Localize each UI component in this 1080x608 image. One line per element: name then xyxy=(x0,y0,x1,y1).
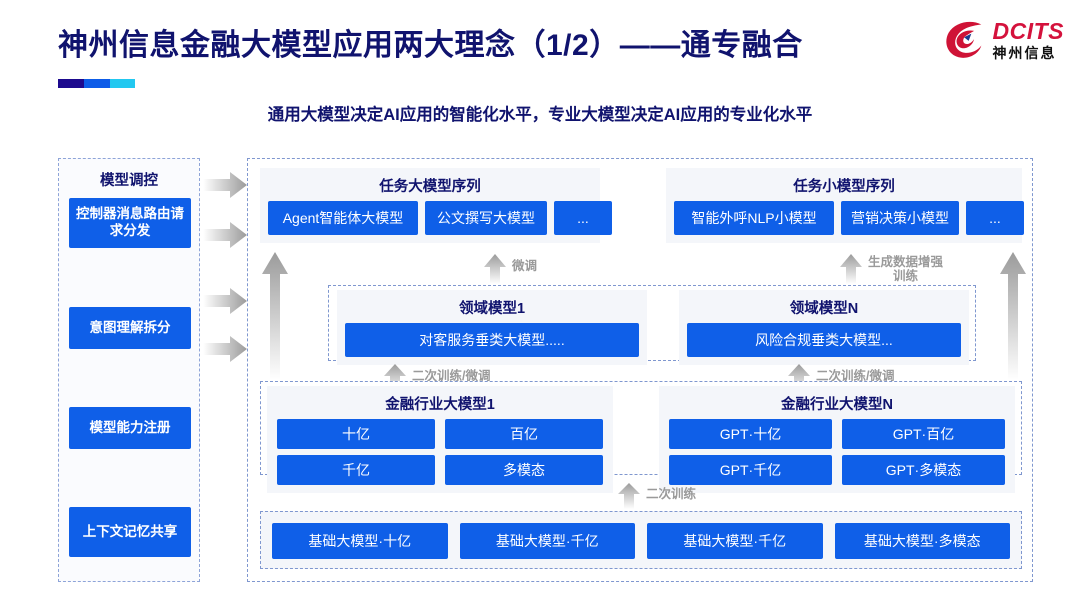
rail-item-context-memory[interactable]: 上下文记忆共享 xyxy=(69,507,191,557)
chip-outbound-nlp-model[interactable]: 智能外呼NLP小模型 xyxy=(674,201,834,235)
task-small-model-panel: 任务小模型序列 智能外呼NLP小模型 营销决策小模型 ... xyxy=(666,168,1024,243)
dcits-logo: DCITS 神州信息 xyxy=(944,20,1065,60)
industry-model-n-title: 金融行业大模型N xyxy=(781,397,893,413)
rail-item-intent-parsing[interactable]: 意图理解拆分 xyxy=(69,307,191,349)
chip-marketing-decision-model[interactable]: 营销决策小模型 xyxy=(841,201,959,235)
rule-segment-navy xyxy=(58,79,84,88)
arrow-label-finetune: 微调 xyxy=(512,259,538,273)
chip-ind1-ten-billion[interactable]: 百亿 xyxy=(445,419,603,449)
chip-ind1-multimodal[interactable]: 多模态 xyxy=(445,455,603,485)
domain-model-container: 领域模型1 对客服务垂类大模型..... 领域模型N 风险合规垂类大模型... xyxy=(328,285,976,365)
rail-item-capability-registry[interactable]: 模型能力注册 xyxy=(69,407,191,449)
chip-customer-service-vertical-model[interactable]: 对客服务垂类大模型..... xyxy=(345,323,639,357)
dcits-swirl-icon xyxy=(945,21,981,58)
arrow-label-retrain: 二次训练 xyxy=(646,487,697,501)
chip-ind1-hundred-billion[interactable]: 千亿 xyxy=(277,455,435,485)
rail-arrow-4-icon xyxy=(203,336,247,362)
arrow-up-retrain-finetune-left-icon xyxy=(384,364,406,392)
domain-model-n-title: 领域模型N xyxy=(789,301,859,317)
chip-indn-gpt-ten-billion[interactable]: GPT·百亿 xyxy=(842,419,1005,449)
chip-indn-gpt-billion[interactable]: GPT·十亿 xyxy=(669,419,832,449)
industry-model-container: 金融行业大模型1 十亿 百亿 千亿 多模态 金融行业大模型N GPT·十亿 GP… xyxy=(260,381,1022,493)
logo-wordmark-cn: 神州信息 xyxy=(992,45,1057,61)
arrow-up-retrain-finetune-right-icon xyxy=(788,364,810,392)
arrow-label-retrain-finetune-right: 二次训练/微调 xyxy=(816,369,895,383)
domain-model-1-title: 领域模型1 xyxy=(458,301,526,317)
task-large-model-title: 任务大模型序列 xyxy=(379,179,481,195)
task-large-model-chips: Agent智能体大模型 公文撰写大模型 ... xyxy=(260,201,612,243)
page-subtitle: 通用大模型决定AI应用的智能化水平，专业大模型决定AI应用的专业化水平 xyxy=(267,106,813,124)
rail-title: 模型调控 xyxy=(100,173,158,189)
chip-base-billion[interactable]: 基础大模型·十亿 xyxy=(272,523,448,559)
model-control-rail: 模型调控 控制器消息路由请求分发 意图理解拆分 模型能力注册 上下文记忆共享 xyxy=(58,158,200,582)
domain-model-n-panel: 领域模型N 风险合规垂类大模型... xyxy=(679,290,969,365)
industry-model-1-title: 金融行业大模型1 xyxy=(385,397,495,413)
chip-indn-gpt-hundred-billion[interactable]: GPT·千亿 xyxy=(669,455,832,485)
industry-model-n-panel: 金融行业大模型N GPT·十亿 GPT·百亿 GPT·千亿 GPT·多模态 xyxy=(659,386,1015,493)
arrow-label-data-augmentation: 生成数据增强 训练 xyxy=(868,255,944,284)
chip-agent-large-model[interactable]: Agent智能体大模型 xyxy=(268,201,418,235)
arrow-up-data-aug-icon xyxy=(840,254,862,284)
page-title: 神州信息金融大模型应用两大理念（1/2）——通专融合 xyxy=(58,29,803,62)
domain-model-1-chips: 对客服务垂类大模型..... xyxy=(337,323,647,365)
chip-ind1-billion[interactable]: 十亿 xyxy=(277,419,435,449)
industry-model-1-panel: 金融行业大模型1 十亿 百亿 千亿 多模态 xyxy=(267,386,613,493)
title-underline-bar xyxy=(58,79,135,88)
chip-indn-gpt-multimodal[interactable]: GPT·多模态 xyxy=(842,455,1005,485)
base-model-chips: 基础大模型·十亿 基础大模型·千亿 基础大模型·千亿 基础大模型·多模态 xyxy=(261,512,1021,570)
task-small-model-chips: 智能外呼NLP小模型 营销决策小模型 ... xyxy=(666,201,1024,243)
rail-arrow-3-icon xyxy=(203,288,247,314)
chip-doc-writing-model[interactable]: 公文撰写大模型 xyxy=(425,201,547,235)
rule-segment-blue xyxy=(84,79,110,88)
industry-model-1-chips: 十亿 百亿 千亿 多模态 xyxy=(267,419,613,493)
base-model-container: 基础大模型·十亿 基础大模型·千亿 基础大模型·千亿 基础大模型·多模态 xyxy=(260,511,1022,569)
domain-model-1-panel: 领域模型1 对客服务垂类大模型..... xyxy=(337,290,647,365)
arrow-label-retrain-finetune-left: 二次训练/微调 xyxy=(412,369,491,383)
chip-base-multimodal[interactable]: 基础大模型·多模态 xyxy=(834,523,1010,559)
task-large-model-panel: 任务大模型序列 Agent智能体大模型 公文撰写大模型 ... xyxy=(260,168,612,243)
industry-model-n-chips: GPT·十亿 GPT·百亿 GPT·千亿 GPT·多模态 xyxy=(659,419,1015,493)
chip-risk-compliance-vertical-model[interactable]: 风险合规垂类大模型... xyxy=(687,323,961,357)
domain-model-n-chips: 风险合规垂类大模型... xyxy=(679,323,969,365)
rule-segment-cyan xyxy=(110,79,135,88)
chip-more-small-models[interactable]: ... xyxy=(966,201,1024,235)
arrow-up-tall-right-icon xyxy=(1000,252,1026,380)
logo-wordmark-en: DCITS xyxy=(992,18,1064,44)
chip-base-trillion[interactable]: 基础大模型·千亿 xyxy=(647,523,823,559)
arrow-up-retrain-icon xyxy=(618,483,640,509)
chip-base-hundred-billion[interactable]: 基础大模型·千亿 xyxy=(459,523,635,559)
model-stack-container: 任务大模型序列 Agent智能体大模型 公文撰写大模型 ... 任务小模型序列 … xyxy=(247,158,1033,582)
task-small-model-title: 任务小模型序列 xyxy=(793,179,895,195)
rail-item-controller-routing[interactable]: 控制器消息路由请求分发 xyxy=(69,198,191,248)
rail-arrow-1-icon xyxy=(203,172,247,198)
arrow-up-finetune-icon xyxy=(484,254,506,284)
rail-arrow-2-icon xyxy=(203,222,247,248)
arrow-up-tall-left-icon xyxy=(262,252,288,380)
chip-more-large-models[interactable]: ... xyxy=(554,201,612,235)
